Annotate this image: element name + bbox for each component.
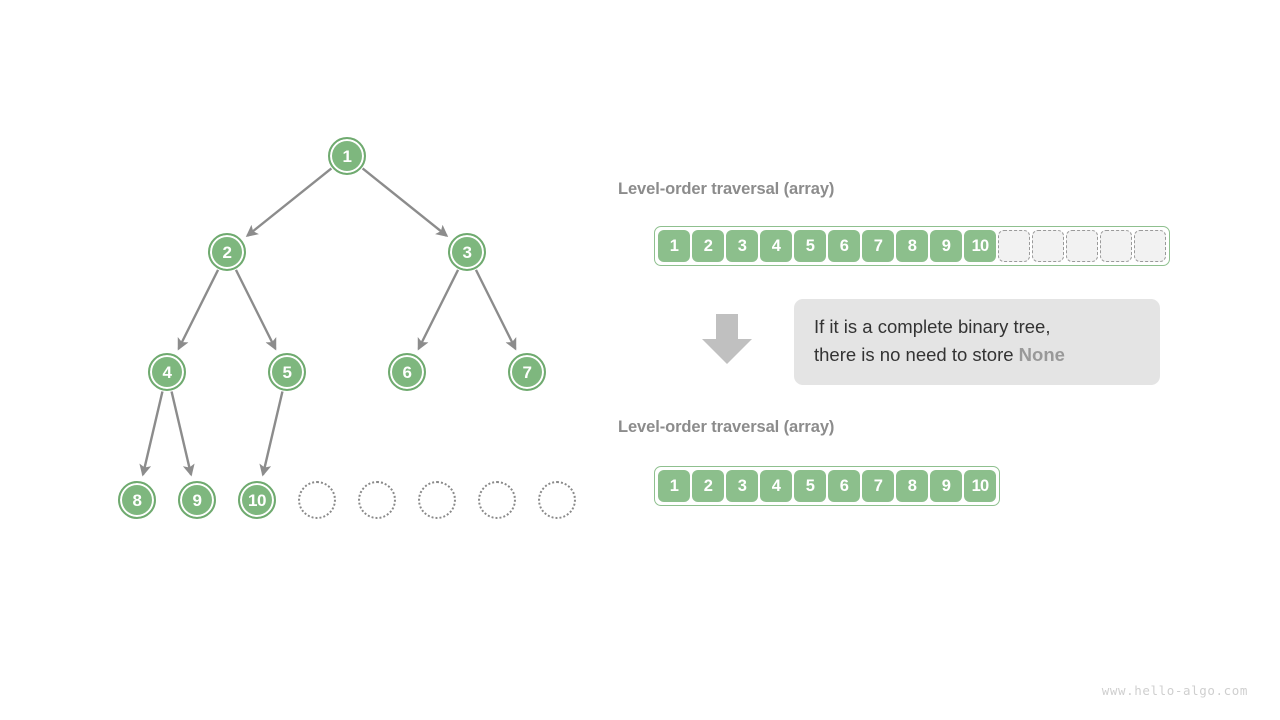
tree-node: 9: [178, 481, 216, 519]
tree-node-empty: [358, 481, 396, 519]
array-with-none-cell: 5: [794, 230, 826, 262]
tree-edge: [361, 167, 449, 237]
array-with-none-cell-empty: [1066, 230, 1098, 262]
array-compact-cell: 4: [760, 470, 792, 502]
tree-edge-layer: [139, 167, 517, 477]
array-compact-cell: 3: [726, 470, 758, 502]
tree-node: 3: [448, 233, 486, 271]
array-compact-cell: 7: [862, 470, 894, 502]
tree-node-empty: [298, 481, 336, 519]
tree-edge: [177, 269, 220, 351]
tree-edge: [474, 269, 517, 351]
array-compact-cell: 8: [896, 470, 928, 502]
array-with-none-cell-empty: [1134, 230, 1166, 262]
array-with-none-cell: 3: [726, 230, 758, 262]
array-with-none-cell-empty: [998, 230, 1030, 262]
array-with-none-cell-empty: [1032, 230, 1064, 262]
array-compact-cell: 5: [794, 470, 826, 502]
array-with-none-cell: 7: [862, 230, 894, 262]
callout-line-1: If it is a complete binary tree,: [814, 316, 1051, 337]
array-with-none-cell: 8: [896, 230, 928, 262]
tree-node: 8: [118, 481, 156, 519]
array-compact-cell: 1: [658, 470, 690, 502]
tree-node: 1: [328, 137, 366, 175]
array-with-none-cell-empty: [1100, 230, 1132, 262]
tree-edge: [417, 269, 460, 351]
tree-node: 5: [268, 353, 306, 391]
array-with-none-cell: 9: [930, 230, 962, 262]
array-with-none-cell: 10: [964, 230, 996, 262]
callout-line-2: there is no need to store None: [814, 341, 1140, 369]
tree-edge: [170, 391, 195, 477]
tree-node: 10: [238, 481, 276, 519]
heading-level-order-with-none: Level-order traversal (array): [618, 180, 835, 198]
array-compact-cell: 10: [964, 470, 996, 502]
array-with-none-cell: 1: [658, 230, 690, 262]
tree-edge: [234, 269, 277, 351]
callout-none-keyword: None: [1018, 343, 1065, 365]
heading-level-order-compact: Level-order traversal (array): [618, 418, 835, 436]
array-compact-cell: 2: [692, 470, 724, 502]
down-arrow-icon: [702, 314, 752, 364]
array-with-none-cell: 6: [828, 230, 860, 262]
tree-node: 4: [148, 353, 186, 391]
array-with-none-cell: 2: [692, 230, 724, 262]
array-with-none-cell: 4: [760, 230, 792, 262]
tree-node: 7: [508, 353, 546, 391]
tree-node-empty: [418, 481, 456, 519]
tree-node: 2: [208, 233, 246, 271]
watermark: www.hello-algo.com: [1101, 683, 1248, 698]
array-compact-cell: 9: [930, 470, 962, 502]
array-compact-cell: 6: [828, 470, 860, 502]
tree-edge: [139, 391, 164, 477]
tree-node-empty: [538, 481, 576, 519]
tree-node: 6: [388, 353, 426, 391]
tree-edge: [245, 167, 333, 237]
tree-node-empty: [478, 481, 516, 519]
tree-edge: [259, 391, 284, 477]
callout-complete-binary-tree: If it is a complete binary tree, there i…: [794, 299, 1160, 385]
callout-line-2-text: there is no need to store: [814, 343, 1019, 365]
